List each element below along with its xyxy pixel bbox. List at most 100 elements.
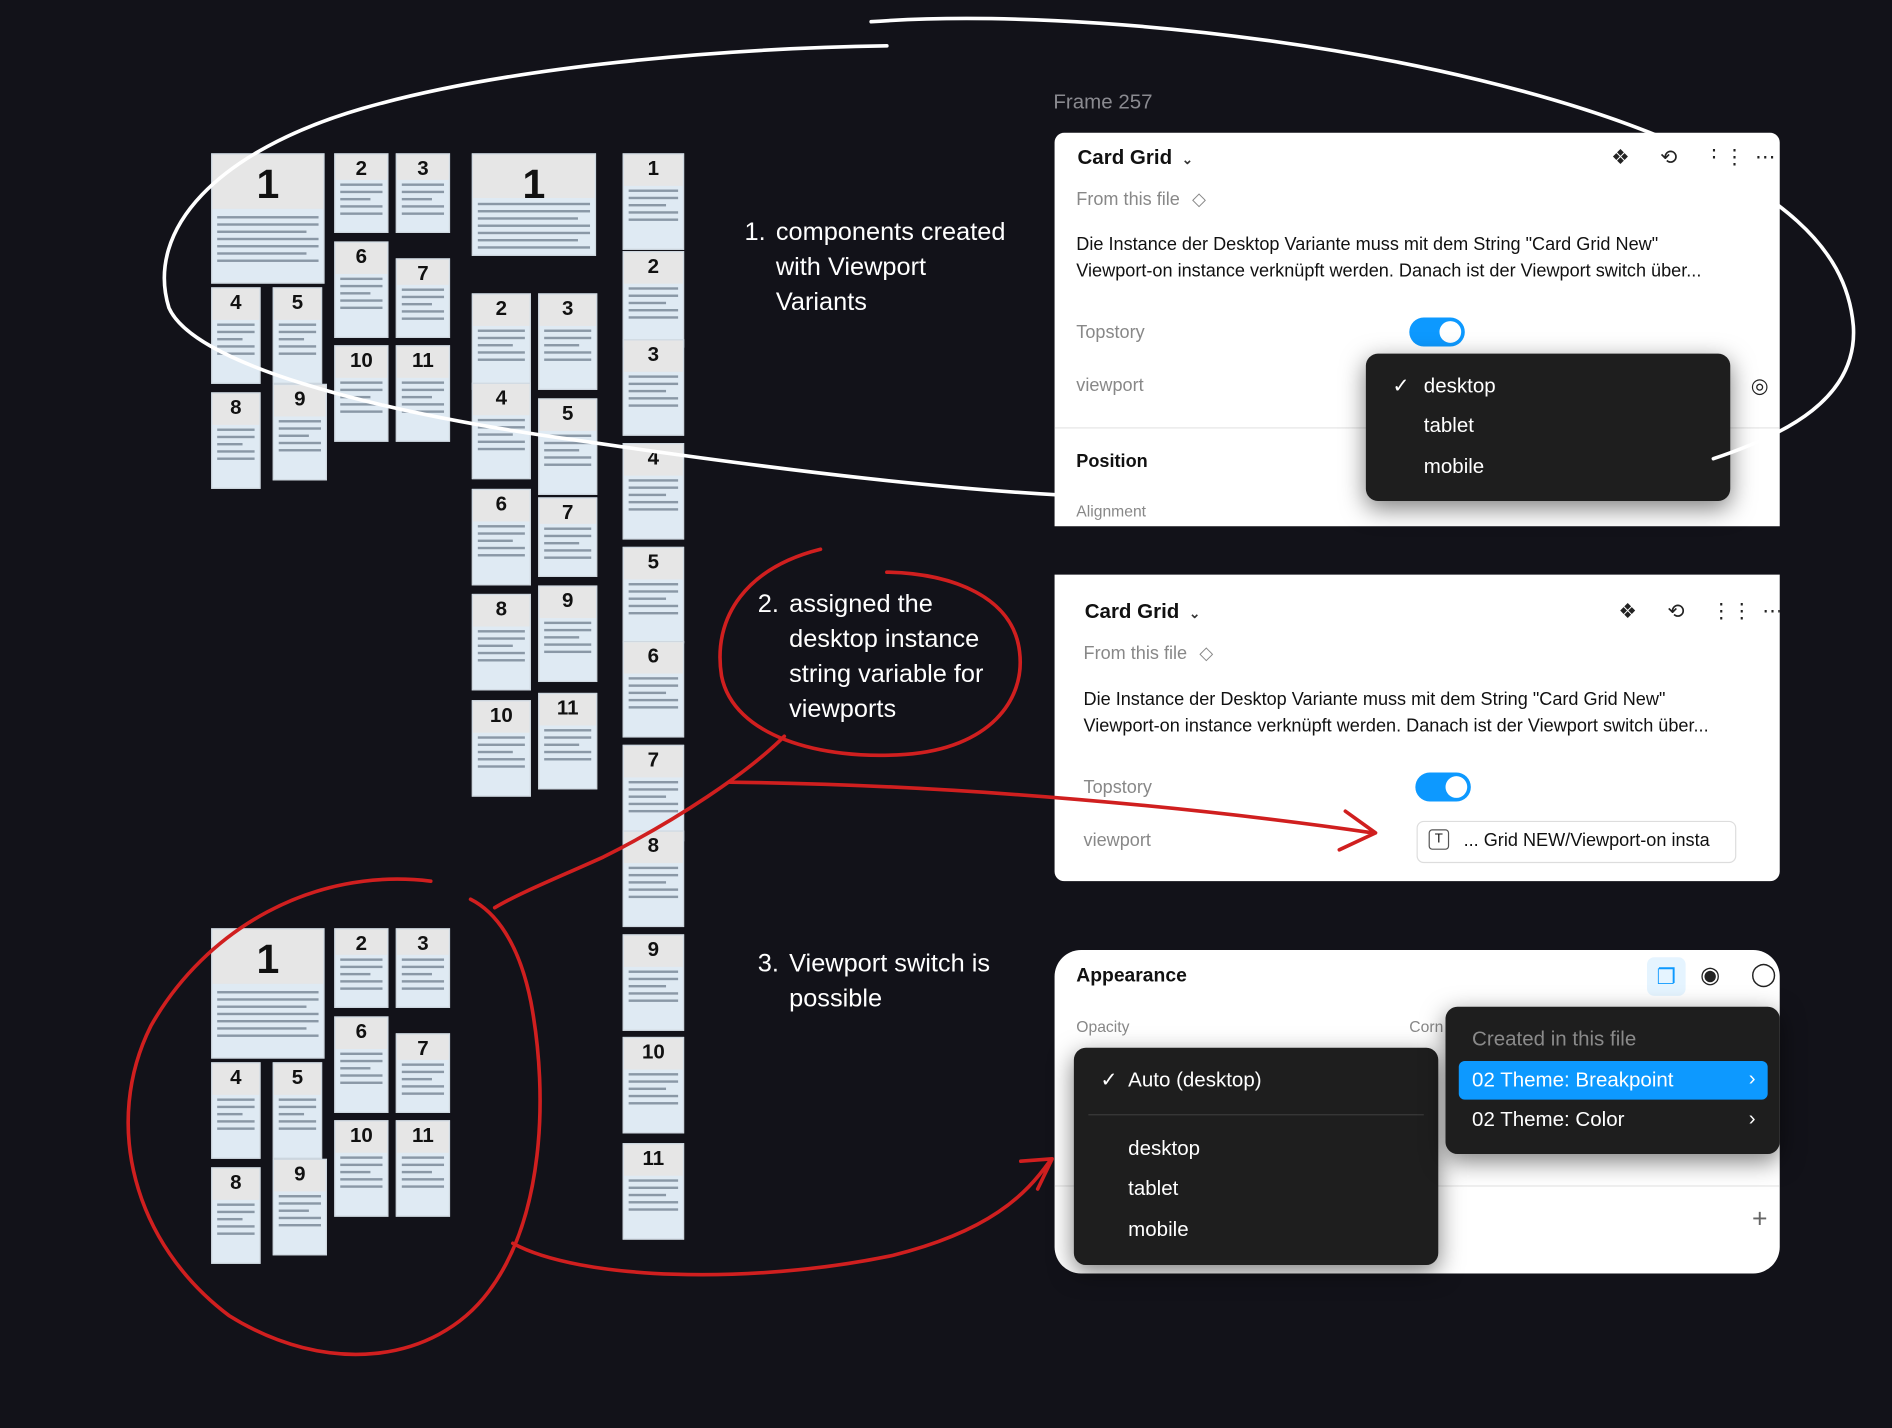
card-text-line <box>477 344 513 347</box>
annotation-step-3: 3. Viewport switch is possible <box>758 946 990 1016</box>
grid-card-thumbnail[interactable]: 7 <box>395 1033 451 1113</box>
topstory-toggle[interactable] <box>1415 772 1471 802</box>
variable-mode-icon[interactable]: ❐ <box>1647 957 1686 996</box>
card-text-line <box>628 1179 679 1182</box>
card-image-area <box>472 701 530 733</box>
apply-variable-icon[interactable]: ◎ <box>1750 374 1769 398</box>
card-text-line <box>217 1232 255 1235</box>
card-text-line <box>477 659 525 662</box>
grid-card-thumbnail[interactable]: 9 <box>272 383 327 481</box>
grid-card-thumbnail[interactable]: 8 <box>211 392 261 489</box>
card-text-line <box>544 463 592 466</box>
grid-card-thumbnail[interactable]: 5 <box>272 287 323 384</box>
menu-item-tablet[interactable]: tablet <box>1423 414 1474 437</box>
reset-instance-icon[interactable]: ⟲ <box>1667 599 1685 623</box>
grid-card-thumbnail[interactable]: 10 <box>334 1120 389 1217</box>
component-title[interactable]: Card Grid⌄ <box>1084 599 1201 623</box>
grid-card-thumbnail[interactable]: 8 <box>622 830 685 928</box>
more-options-icon[interactable]: ⋯ <box>1754 146 1776 169</box>
card-text-line <box>401 1163 445 1167</box>
grid-card-thumbnail[interactable]: 2 <box>334 928 389 1008</box>
card-number: 9 <box>294 1162 306 1186</box>
grid-card-thumbnail[interactable]: 2 <box>622 251 685 348</box>
grid-card-thumbnail[interactable]: 3 <box>395 153 451 233</box>
grid-card-thumbnail[interactable]: 4 <box>471 382 531 480</box>
grid-card-thumbnail[interactable]: 4 <box>622 443 685 540</box>
card-text-line <box>401 212 445 215</box>
grid-card-thumbnail[interactable]: 1 <box>211 153 325 284</box>
menu-item-mobile[interactable]: mobile <box>1128 1217 1189 1241</box>
menu-item-auto-desktop[interactable]: Auto (desktop) <box>1128 1068 1262 1092</box>
component-source: From this file ◇ <box>1083 643 1214 664</box>
card-text-line <box>401 1170 432 1174</box>
grid-card-thumbnail[interactable]: 3 <box>622 339 685 436</box>
grid-card-thumbnail[interactable]: 7 <box>538 497 598 577</box>
grid-card-thumbnail[interactable]: 1 <box>211 928 325 1059</box>
grid-card-thumbnail[interactable]: 1 <box>471 153 597 256</box>
grid-card-thumbnail[interactable]: 9 <box>622 934 685 1031</box>
card-text-line <box>217 991 319 994</box>
grid-card-thumbnail[interactable]: 6 <box>622 640 685 738</box>
grid-card-thumbnail[interactable]: 6 <box>471 488 531 586</box>
card-text-line <box>477 246 591 249</box>
annotation-step-2-number: 2. <box>757 590 779 619</box>
grid-card-thumbnail[interactable]: 9 <box>538 585 598 683</box>
card-text-line <box>340 1052 383 1056</box>
grid-card-thumbnail[interactable]: 6 <box>334 241 389 338</box>
grid-card-thumbnail[interactable]: 2 <box>471 293 531 390</box>
menu-item-tablet[interactable]: tablet <box>1128 1176 1179 1200</box>
menu-item-desktop[interactable]: desktop <box>1128 1137 1201 1161</box>
eye-icon[interactable]: ◉ <box>1700 963 1721 989</box>
grid-card-thumbnail[interactable]: 5 <box>272 1062 323 1159</box>
card-text-line <box>628 479 679 482</box>
component-title[interactable]: Card Grid⌄ <box>1077 146 1193 169</box>
grid-card-thumbnail[interactable]: 10 <box>471 700 531 797</box>
add-icon[interactable]: + <box>1751 1203 1768 1234</box>
grid-card-thumbnail[interactable]: 9 <box>272 1158 327 1256</box>
grid-card-thumbnail[interactable]: 4 <box>211 287 261 384</box>
grid-card-thumbnail[interactable]: 1 <box>622 153 685 250</box>
grid-card-thumbnail[interactable]: 3 <box>538 293 598 390</box>
frame-label[interactable]: Frame 257 <box>1053 90 1153 114</box>
drop-icon[interactable]: ◯ <box>1750 962 1777 988</box>
card-text-line <box>628 1094 679 1098</box>
card-text-line <box>401 1063 445 1066</box>
component-description: Die Instance der Desktop Variante muss m… <box>1084 687 1709 740</box>
grid-card-thumbnail[interactable]: 6 <box>334 1016 389 1113</box>
menu-item-theme-color[interactable]: 02 Theme: Color › <box>1459 1101 1768 1140</box>
grid-card-thumbnail[interactable]: 7 <box>622 744 685 842</box>
reset-instance-icon[interactable]: ⟲ <box>1660 146 1678 169</box>
card-text-line <box>628 866 679 870</box>
go-to-main-component-icon[interactable]: ❖ <box>1618 599 1637 623</box>
grid-card-thumbnail[interactable]: 10 <box>334 345 389 442</box>
grid-card-thumbnail[interactable]: 8 <box>211 1167 261 1264</box>
card-number: 8 <box>230 395 242 419</box>
more-options-icon[interactable]: ⋯ <box>1759 600 1779 624</box>
card-text-line <box>628 1201 679 1204</box>
detach-instance-icon[interactable]: ⋮⋮ <box>1710 599 1752 623</box>
chevron-down-icon: ⌄ <box>1188 607 1201 622</box>
grid-card-thumbnail[interactable]: 4 <box>211 1062 261 1159</box>
detach-instance-icon[interactable]: ⋮⋮ <box>1703 146 1745 169</box>
card-text-line <box>278 323 317 326</box>
grid-card-thumbnail[interactable]: 11 <box>538 692 598 790</box>
viewport-variable-field[interactable]: T ... Grid NEW/Viewport-on insta <box>1416 820 1737 864</box>
card-text-line <box>401 1070 445 1074</box>
grid-card-thumbnail[interactable]: 7 <box>395 258 451 338</box>
card-number: 1 <box>522 161 546 208</box>
menu-item-theme-breakpoint[interactable]: 02 Theme: Breakpoint › <box>1458 1061 1768 1100</box>
grid-card-thumbnail[interactable]: 5 <box>538 398 598 495</box>
grid-card-thumbnail[interactable]: 11 <box>622 1143 685 1240</box>
menu-item-desktop[interactable]: desktop <box>1423 374 1496 398</box>
menu-item-mobile[interactable]: mobile <box>1423 455 1485 479</box>
grid-card-thumbnail[interactable]: 11 <box>395 345 451 442</box>
go-to-main-component-icon[interactable]: ❖ <box>1611 146 1630 169</box>
grid-card-thumbnail[interactable]: 2 <box>334 153 389 233</box>
grid-card-thumbnail[interactable]: 3 <box>395 928 451 1008</box>
grid-card-thumbnail[interactable]: 10 <box>622 1036 685 1134</box>
grid-card-thumbnail[interactable]: 8 <box>471 593 531 691</box>
grid-card-thumbnail[interactable]: 11 <box>395 1120 451 1217</box>
card-text-line <box>340 1170 371 1174</box>
topstory-toggle[interactable] <box>1409 317 1465 347</box>
grid-card-thumbnail[interactable]: 5 <box>622 546 685 644</box>
